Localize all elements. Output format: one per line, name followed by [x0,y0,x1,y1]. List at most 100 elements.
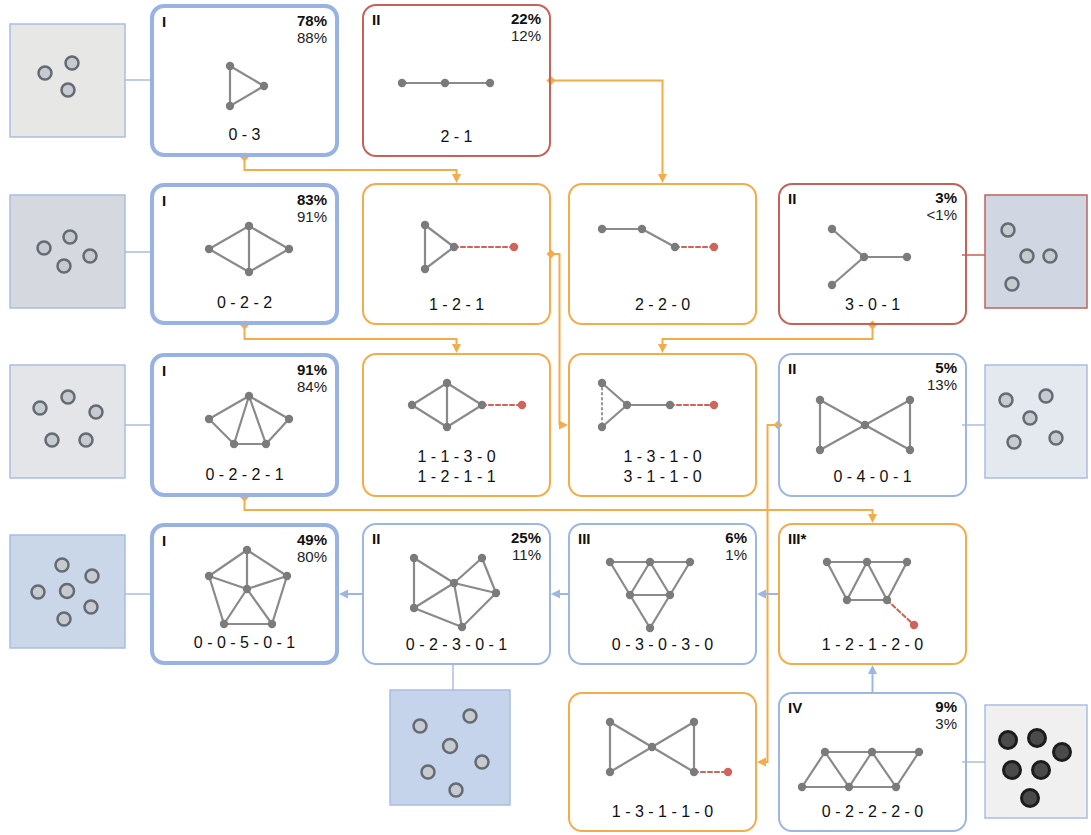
graph-vertex [906,446,914,454]
degree-code: 0 - 3 - 0 - 3 - 0 [578,635,747,655]
graph-edge [247,576,287,589]
connector-line [245,325,457,344]
graph-vertex [245,268,253,276]
micrograph [10,535,125,648]
connector-line [872,674,874,692]
percentage: 80% [297,549,327,566]
graph-vertex [458,623,466,631]
start-diamond [547,76,556,85]
particle [422,766,435,779]
graph-vertex [410,554,418,562]
added-vertex [724,768,732,776]
graph-vertex [690,718,698,726]
graph-vertex [623,401,631,409]
particle [58,260,71,273]
graph-edge [642,229,675,247]
graph-edge [630,562,650,595]
graph-edge [414,583,454,608]
degree-codes: 2 - 1 [372,127,541,147]
percentage: 88% [297,30,327,47]
arrow-head [559,421,568,430]
graph-edge [652,722,694,747]
graph-vertex [646,558,654,566]
particle [64,231,77,244]
micrograph [985,365,1087,478]
graph-edge [272,576,287,624]
percentages: 25%11% [511,530,541,564]
graph-edge [209,419,234,444]
degree-codes: 3 - 0 - 1 [788,295,957,315]
graph-vertex [262,440,270,448]
graph-vertex [598,225,606,233]
particle [80,434,93,447]
graph-vertex [798,783,806,791]
graph-edge [652,747,694,772]
box-header: III* [788,530,957,547]
graph-edge [414,558,454,583]
percentage: 22% [511,11,541,28]
graph-edge [865,400,910,425]
graph-edge [610,747,652,772]
degree-codes: 0 - 2 - 2 - 2 - 0 [788,802,957,822]
graph-vertex [606,558,614,566]
degree-codes: 0 - 2 - 2 [162,293,327,313]
particle [46,434,59,447]
graph-vertex [598,423,606,431]
class-numeral: III [578,530,591,547]
graph-edge [802,752,825,787]
degree-codes: 0 - 0 - 5 - 0 - 1 [162,633,327,653]
degree-codes: 0 - 2 - 2 - 1 [162,465,327,485]
graph-vertex [863,558,871,566]
graph-vertex [606,768,614,776]
percentage: 6% [725,530,747,547]
class-numeral: II [788,360,796,377]
graph-edge [247,589,272,624]
arrow-head [452,174,461,183]
graph-edge [630,594,670,596]
graph-edge [424,225,426,269]
graph-edge [832,257,864,285]
connector-line [245,497,873,514]
degree-codes: 1 - 1 - 3 - 01 - 2 - 1 - 1 [372,447,541,487]
graph-edge [865,425,910,450]
graph-edge [610,561,650,563]
percentage: 3% [927,190,957,207]
arrow-head [658,174,667,183]
graph-box: I83%91%0 - 2 - 2 [150,183,339,325]
graph-edge-added [694,771,728,773]
graph-edge [454,583,496,593]
arrow-head [757,758,766,767]
graph-edge [454,583,462,627]
percentage: 13% [927,377,957,394]
connector-line [551,254,560,425]
graph-vertex [260,82,268,90]
graph-edge [229,66,231,106]
degree-code: 0 - 0 - 5 - 0 - 1 [162,633,327,653]
graph-vertex [606,718,614,726]
graph-vertex [205,572,213,580]
graph-edge [209,576,224,624]
graph-vertex [283,572,291,580]
graph-edge [887,562,907,600]
graph-box: 1 - 3 - 1 - 1 - 0 [568,692,757,832]
degree-code: 0 - 4 - 0 - 1 [788,467,957,487]
start-diamond [547,250,556,259]
class-numeral: I [162,532,166,549]
percentages: 49%80% [297,532,327,566]
graph-edge [224,589,247,624]
percentages: 3%<1% [927,190,957,224]
particle [1024,412,1037,425]
degree-codes: 1 - 3 - 1 - 1 - 0 [578,802,747,822]
graph-edge [602,405,627,427]
degree-code: 1 - 2 - 1 - 2 - 0 [788,635,957,655]
percentage: 12% [511,28,541,45]
graph-edge [872,752,896,787]
particle [1004,762,1021,779]
transition-arrow [240,493,877,524]
graph-edge [447,383,482,405]
percentage: 84% [297,379,327,396]
photo-link [125,251,150,253]
connector-line [560,593,568,595]
graph-vertex [690,768,698,776]
